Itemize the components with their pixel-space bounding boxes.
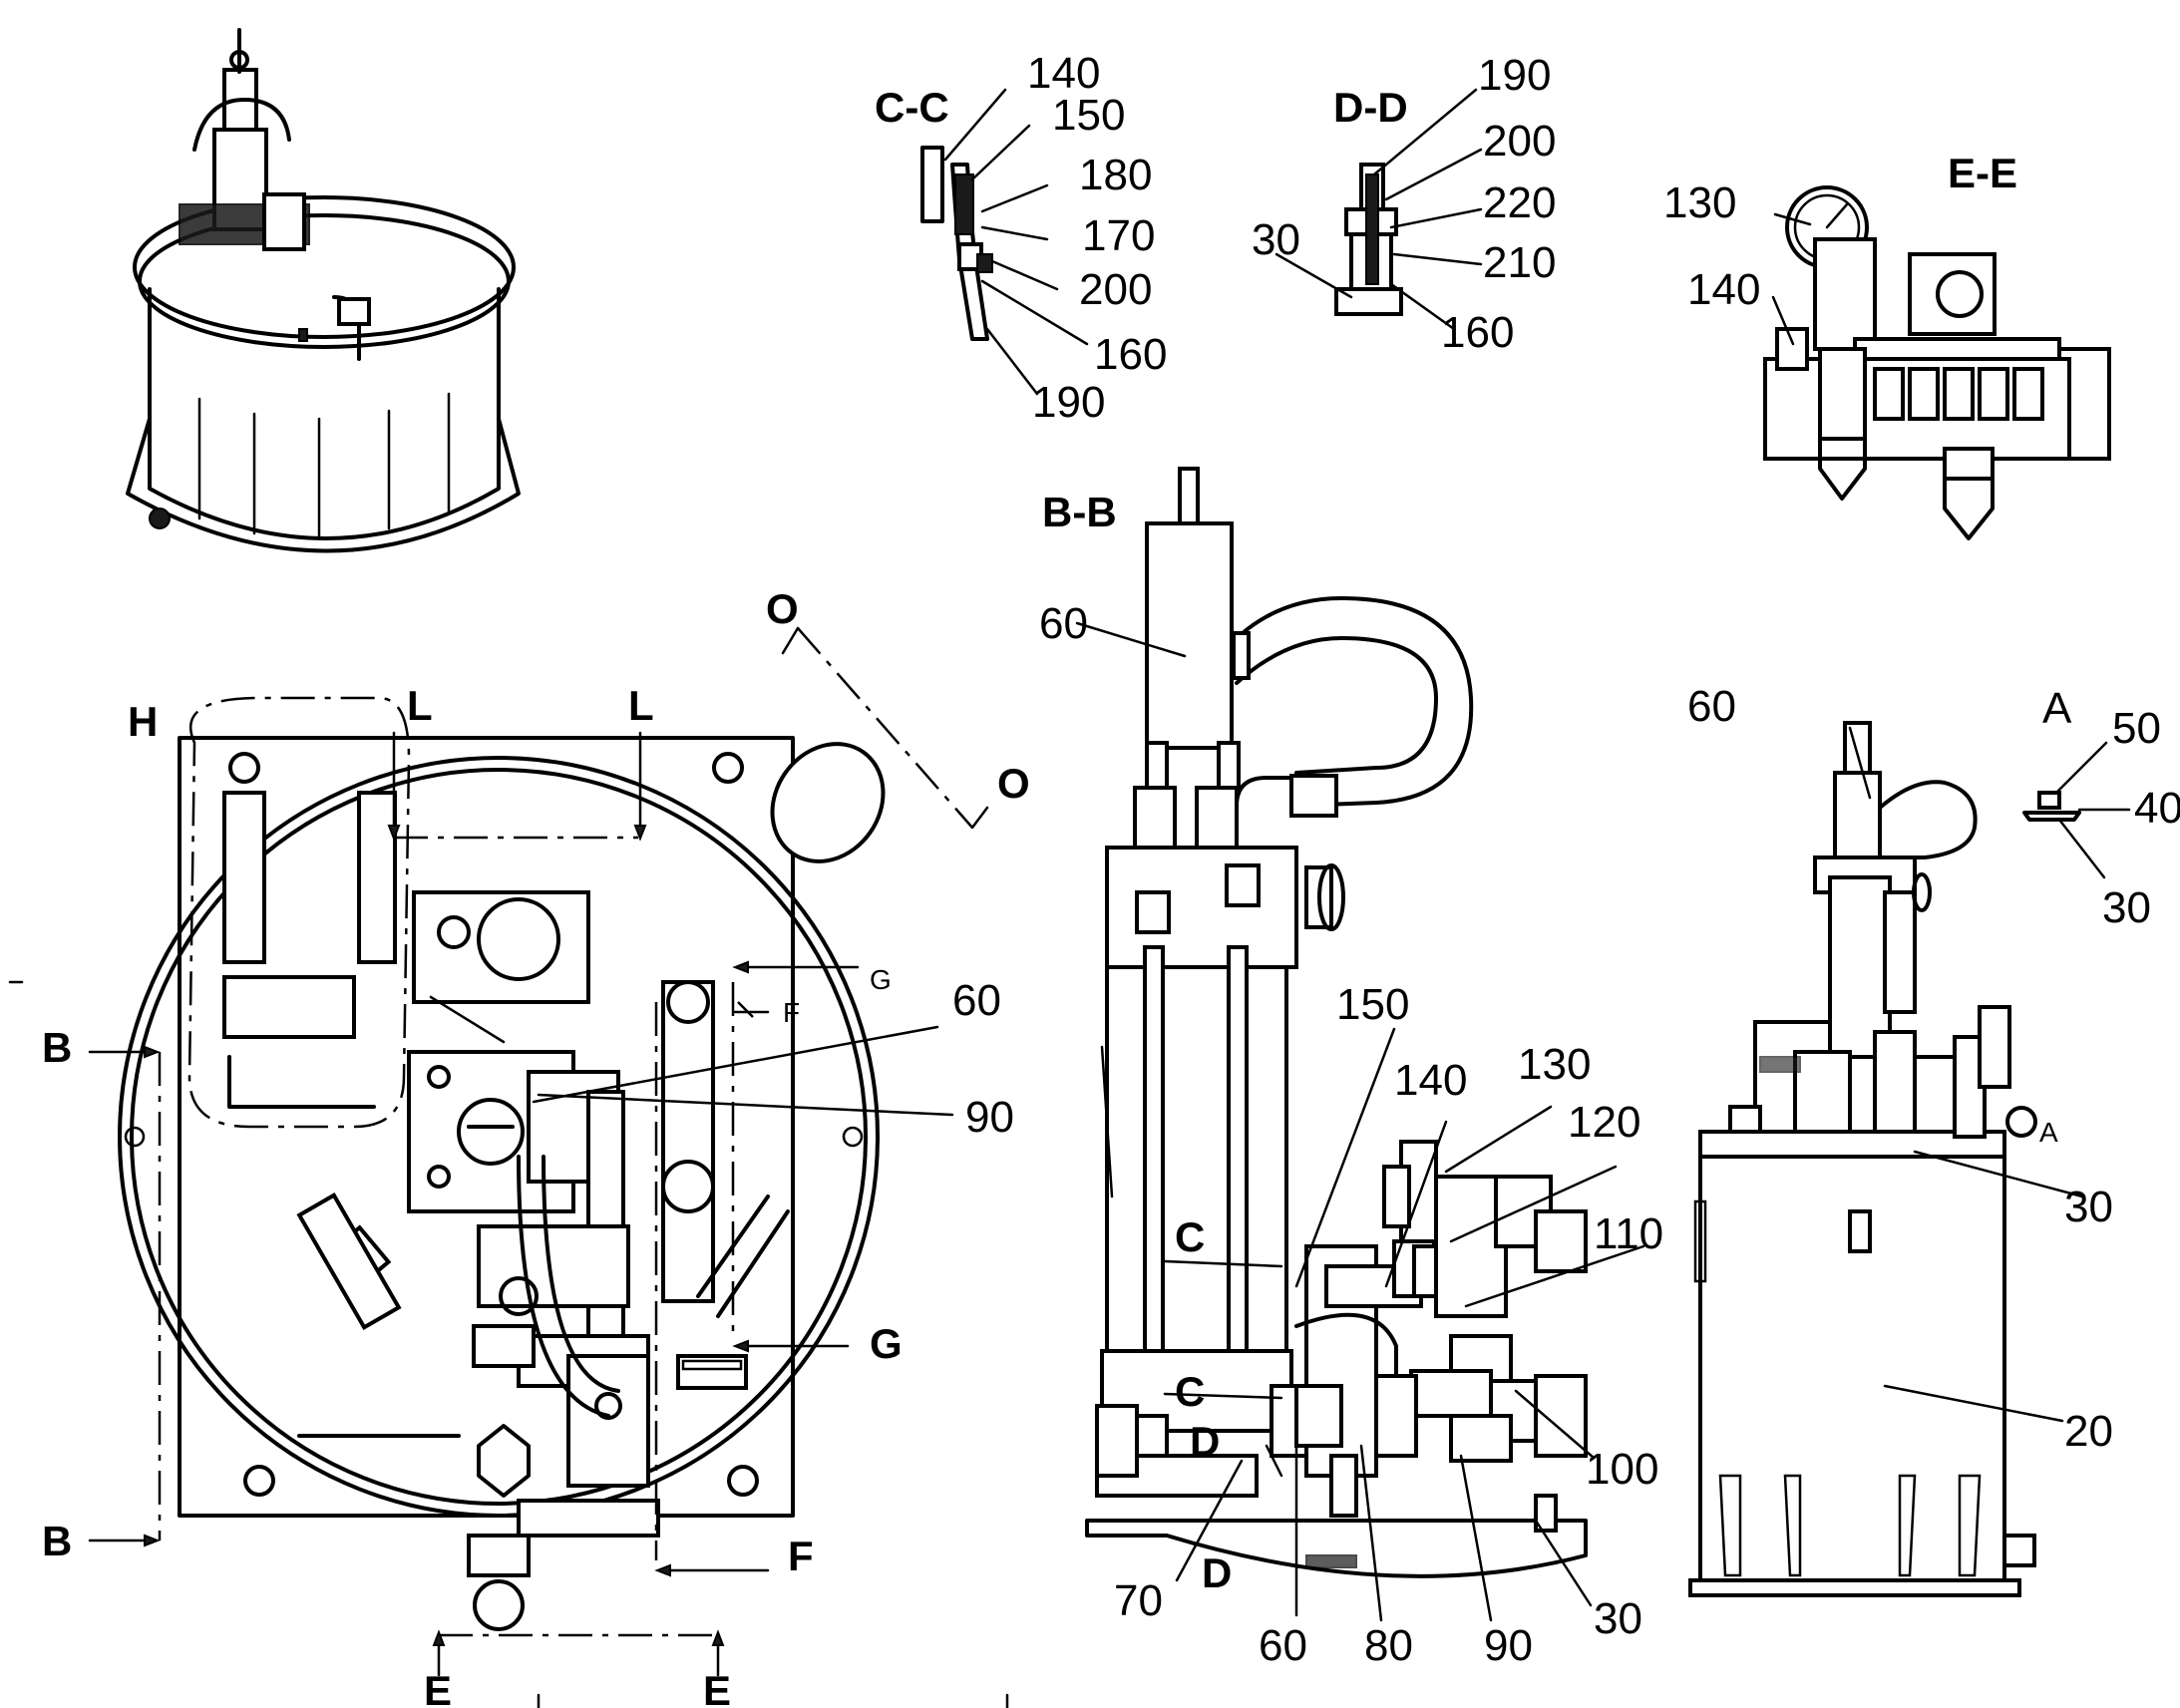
marker-l-left: L [407, 682, 433, 729]
callout-cc-140: 140 [1027, 49, 1100, 98]
callout-bb-30: 30 [1594, 1594, 1642, 1643]
marker-c-bottom: C [1175, 1368, 1205, 1415]
callout-cc-160: 160 [1094, 330, 1167, 379]
section-cc: C-C 140 150 180 170 200 160 190 [875, 49, 1167, 427]
callout-bb-80: 80 [1364, 1621, 1413, 1670]
callout-a-50: 50 [2112, 704, 2161, 753]
callout-cc-180: 180 [1079, 151, 1152, 199]
side-view: 60 30 20 A [1687, 682, 2113, 1597]
section-label-cc: C-C [875, 84, 949, 131]
marker-g-small: G [870, 964, 892, 995]
callout-plan-60: 60 [952, 976, 1001, 1025]
callout-dd-30: 30 [1252, 215, 1300, 264]
marker-h: H [128, 698, 158, 745]
callout-cc-150: 150 [1052, 91, 1125, 140]
callout-cc-170: 170 [1082, 211, 1155, 260]
callout-bb-60-bottom: 60 [1259, 1621, 1307, 1670]
marker-f-small: F [783, 997, 800, 1028]
detail-a: A 50 40 30 [2022, 684, 2180, 932]
section-label-dd: D-D [1333, 84, 1408, 131]
callout-side-60: 60 [1687, 682, 1736, 731]
callout-a-40: 40 [2134, 784, 2180, 833]
marker-b-top: B [42, 1024, 72, 1071]
callout-bb-60-top: 60 [1039, 599, 1088, 648]
callout-cc-190: 190 [1032, 378, 1105, 427]
section-label-ee: E-E [1948, 150, 2017, 196]
marker-l-right: L [628, 682, 654, 729]
callout-dd-160: 160 [1441, 308, 1514, 357]
callout-plan-90: 90 [965, 1093, 1014, 1142]
callout-side-20: 20 [2064, 1407, 2113, 1456]
callout-dd-220: 220 [1483, 178, 1556, 227]
callout-dd-190: 190 [1478, 51, 1551, 100]
callout-bb-70: 70 [1114, 1576, 1163, 1625]
section-dd: D-D 190 200 220 210 30 160 [1252, 51, 1556, 357]
callout-bb-140: 140 [1394, 1056, 1467, 1105]
marker-d-bottom: D [1202, 1549, 1232, 1596]
callout-a-30: 30 [2102, 883, 2151, 932]
callout-bb-100: 100 [1586, 1445, 1658, 1494]
section-ee: E-E 130 140 [1663, 150, 2111, 540]
marker-o-bottom: O [997, 760, 1030, 807]
marker-o-top: O [766, 585, 799, 632]
marker-a-detail: A [2042, 684, 2072, 733]
callout-bb-130: 130 [1518, 1040, 1591, 1089]
marker-b-bottom: B [42, 1518, 72, 1564]
callout-side-30: 30 [2064, 1183, 2113, 1231]
callout-cc-200: 200 [1079, 265, 1152, 314]
callout-dd-200: 200 [1483, 117, 1556, 166]
callout-bb-150: 150 [1336, 980, 1409, 1029]
plan-view: H L L O O B B E E F F G G 60 90 [42, 585, 1030, 1708]
callout-ee-140: 140 [1687, 265, 1760, 314]
callout-ee-130: 130 [1663, 178, 1736, 227]
callout-bb-110: 110 [1594, 1209, 1663, 1258]
section-label-bb: B-B [1042, 489, 1117, 535]
marker-d-top: D [1190, 1418, 1220, 1465]
marker-e-left: E [424, 1667, 452, 1708]
callout-bb-120: 120 [1568, 1098, 1640, 1147]
marker-f-large: F [788, 1533, 814, 1579]
isometric-view [126, 28, 521, 553]
marker-a-side: A [2039, 1117, 2058, 1148]
callout-dd-210: 210 [1483, 238, 1556, 287]
marker-g-large: G [870, 1320, 903, 1367]
marker-e-right: E [703, 1667, 731, 1708]
marker-c-top: C [1175, 1213, 1205, 1260]
callout-bb-90: 90 [1484, 1621, 1533, 1670]
section-bb: B-B [1039, 467, 1663, 1670]
